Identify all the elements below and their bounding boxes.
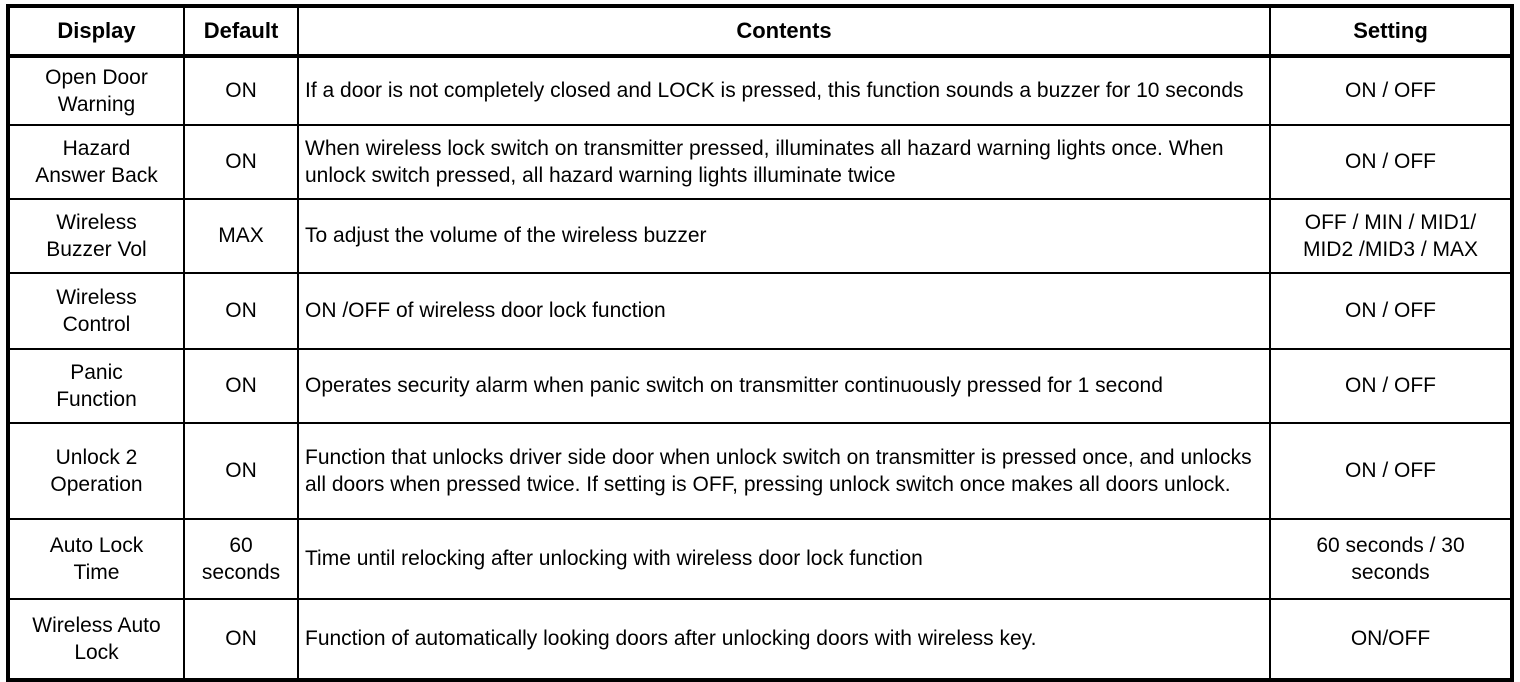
table-row: Unlock 2 Operation ON Function that unlo…	[7, 422, 1513, 520]
table-row: Open Door Warning ON If a door is not co…	[7, 55, 1513, 126]
table-header: Display Default Contents Setting	[7, 5, 1513, 58]
cell-contents: Function of automatically looking doors …	[297, 598, 1271, 681]
table-row: Panic Function ON Operates security alar…	[7, 348, 1513, 424]
display-line-1: Open Door	[45, 65, 148, 89]
cell-contents: ON /OFF of wireless door lock function	[297, 272, 1271, 350]
display-line-2: Answer Back	[35, 164, 158, 187]
table-row: Wireless Buzzer Vol MAX To adjust the vo…	[7, 198, 1513, 274]
column-header-contents: Contents	[297, 5, 1271, 58]
cell-default: ON	[183, 124, 299, 200]
display-line-2: Control	[62, 313, 131, 336]
cell-display: Open Door Warning	[7, 55, 185, 126]
display-line-1: Unlock 2	[55, 445, 138, 469]
setting-line-1: ON / OFF	[1345, 299, 1436, 323]
display-line-2: Function	[56, 388, 137, 411]
cell-default: ON	[183, 598, 299, 681]
cell-setting: 60 seconds / 30 seconds	[1269, 518, 1513, 600]
cell-default: ON	[183, 422, 299, 520]
cell-setting: OFF / MIN / MID1/ MID2 /MID3 / MAX	[1269, 198, 1513, 274]
setting-line-1: ON / OFF	[1345, 150, 1436, 174]
setting-line-1: OFF / MIN / MID1/	[1304, 210, 1477, 234]
default-line-1: 60	[229, 533, 253, 557]
display-line-1: Wireless	[56, 285, 137, 309]
cell-display: Wireless Buzzer Vol	[7, 198, 185, 274]
display-line-1: Wireless Auto	[32, 613, 161, 637]
display-line-2: Lock	[74, 641, 119, 664]
cell-default: ON	[183, 55, 299, 126]
cell-default: ON	[183, 348, 299, 424]
cell-display: Panic Function	[7, 348, 185, 424]
cell-display: Hazard Answer Back	[7, 124, 185, 200]
cell-display: Auto Lock Time	[7, 518, 185, 600]
setting-line-2: MID2 /MID3 / MAX	[1302, 238, 1479, 261]
display-line-1: Wireless	[56, 210, 137, 234]
table-row: Auto Lock Time 60 seconds Time until rel…	[7, 518, 1513, 600]
default-line-2: seconds	[201, 561, 281, 584]
display-line-1: Auto Lock	[49, 533, 144, 557]
cell-setting: ON/OFF	[1269, 598, 1513, 681]
cell-default: MAX	[183, 198, 299, 274]
setting-line-1: 60 seconds / 30	[1316, 533, 1465, 557]
cell-default: ON	[183, 272, 299, 350]
display-line-2: Time	[73, 561, 120, 584]
cell-contents: Time until relocking after unlocking wit…	[297, 518, 1271, 600]
cell-default: 60 seconds	[183, 518, 299, 600]
display-line-1: Panic	[70, 360, 123, 384]
cell-display: Wireless Control	[7, 272, 185, 350]
cell-contents: When wireless lock switch on transmitter…	[297, 124, 1271, 200]
cell-display: Unlock 2 Operation	[7, 422, 185, 520]
header-row: Display Default Contents Setting	[7, 5, 1513, 58]
cell-setting: ON / OFF	[1269, 55, 1513, 126]
display-line-1: Hazard	[62, 136, 131, 160]
cell-contents: If a door is not completely closed and L…	[297, 55, 1271, 126]
column-header-setting: Setting	[1269, 5, 1513, 58]
table-row: Hazard Answer Back ON When wireless lock…	[7, 124, 1513, 200]
setting-line-2: seconds	[1351, 561, 1430, 584]
cell-setting: ON / OFF	[1269, 124, 1513, 200]
cell-contents: Operates security alarm when panic switc…	[297, 348, 1271, 424]
table-body: Open Door Warning ON If a door is not co…	[7, 55, 1513, 681]
cell-setting: ON / OFF	[1269, 272, 1513, 350]
column-header-default: Default	[183, 5, 299, 58]
wireless-door-lock-settings-table: Display Default Contents Setting Open Do…	[6, 4, 1514, 682]
display-line-2: Buzzer Vol	[46, 238, 147, 261]
cell-contents: To adjust the volume of the wireless buz…	[297, 198, 1271, 274]
cell-display: Wireless Auto Lock	[7, 598, 185, 681]
setting-line-1: ON / OFF	[1345, 459, 1436, 483]
cell-contents: Function that unlocks driver side door w…	[297, 422, 1271, 520]
cell-setting: ON / OFF	[1269, 422, 1513, 520]
table-row: Wireless Auto Lock ON Function of automa…	[7, 598, 1513, 681]
spec-table-sheet: Display Default Contents Setting Open Do…	[6, 4, 1514, 682]
display-line-2: Operation	[50, 473, 143, 496]
column-header-display: Display	[7, 5, 185, 58]
setting-line-1: ON / OFF	[1345, 374, 1436, 398]
table-row: Wireless Control ON ON /OFF of wireless …	[7, 272, 1513, 350]
cell-setting: ON / OFF	[1269, 348, 1513, 424]
setting-line-1: ON/OFF	[1350, 627, 1431, 651]
setting-line-1: ON / OFF	[1345, 79, 1436, 103]
display-line-2: Warning	[57, 93, 136, 116]
